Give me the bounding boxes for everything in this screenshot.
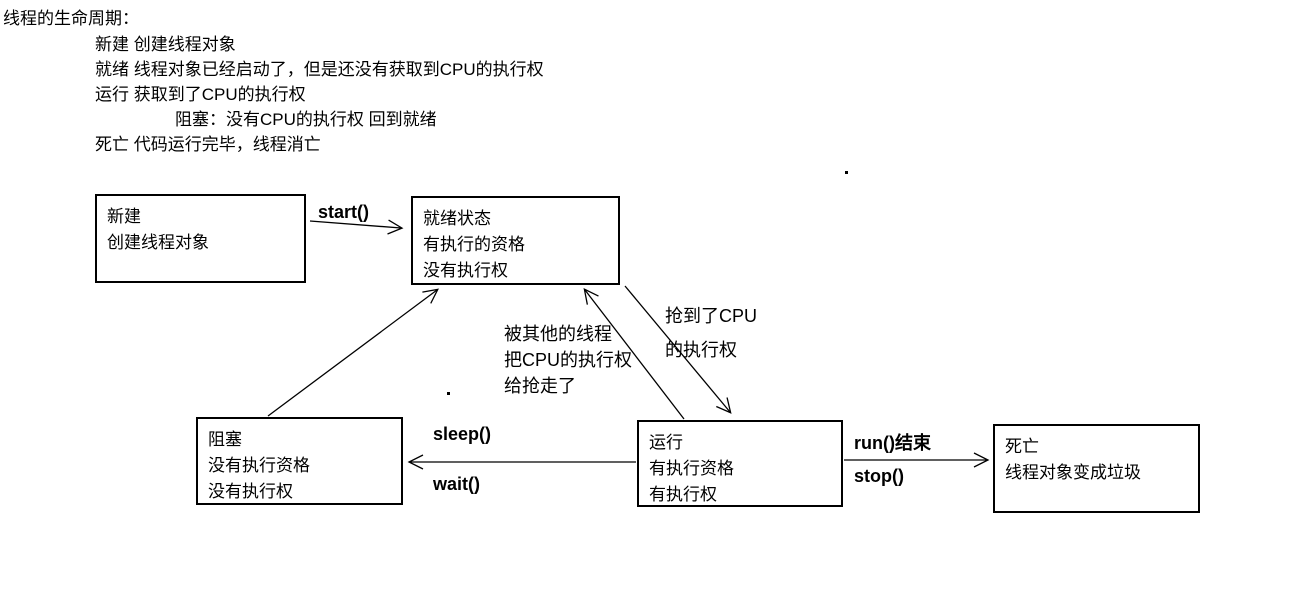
edge-label-wait: wait()	[433, 474, 480, 494]
state-box-ready: 就绪状态 有执行的资格 没有执行权	[411, 196, 620, 285]
state-box-new: 新建 创建线程对象	[95, 194, 306, 283]
edge-label-stop: stop()	[854, 466, 904, 486]
edge-label-grab-cpu: 抢到了CPU 的执行权	[665, 299, 757, 367]
state-box-running-line: 有执行资格	[649, 459, 734, 478]
state-box-ready-line: 没有执行权	[423, 261, 508, 280]
arrow-new-to-ready	[309, 219, 404, 235]
edge-label-sleep: sleep()	[433, 424, 492, 444]
edge-label-grab-cpu-line: 的执行权	[665, 340, 737, 360]
state-box-blocked-line: 没有执行权	[208, 482, 293, 501]
state-box-ready-line: 就绪状态	[423, 209, 491, 228]
stray-dot	[447, 392, 450, 395]
state-box-blocked-line: 没有执行资格	[208, 456, 310, 475]
note-line-dead: 死亡 代码运行完毕，线程消亡	[95, 135, 321, 154]
notes-title: 线程的生命周期：	[3, 9, 139, 28]
edge-label-lose-cpu: 被其他的线程 把CPU的执行权 给抢走了	[504, 321, 632, 399]
state-box-new-line: 新建	[107, 207, 141, 226]
state-box-ready-line: 有执行的资格	[423, 235, 525, 254]
state-box-dead-line: 死亡	[1005, 437, 1039, 456]
edge-label-run-end: run()结束	[854, 433, 931, 453]
edge-label-start: start()	[318, 202, 370, 222]
edge-label-grab-cpu-line: 抢到了CPU	[665, 306, 758, 326]
state-box-running-line: 运行	[649, 433, 683, 452]
arrow-blocked-to-ready	[267, 288, 439, 417]
note-line-running: 运行 获取到了CPU的执行权	[95, 85, 306, 104]
edge-label-lose-cpu-line: 把CPU的执行权	[504, 350, 633, 370]
state-box-blocked-line: 阻塞	[208, 430, 242, 449]
note-line-blocked: 阻塞：没有CPU的执行权 回到就绪	[175, 110, 437, 129]
state-box-blocked: 阻塞 没有执行资格 没有执行权	[196, 417, 403, 505]
stray-dot	[845, 171, 848, 174]
state-box-new-line: 创建线程对象	[107, 233, 209, 252]
note-line-new: 新建 创建线程对象	[95, 35, 236, 54]
state-box-dead-line: 线程对象变成垃圾	[1005, 463, 1141, 482]
state-box-dead: 死亡 线程对象变成垃圾	[993, 424, 1200, 513]
note-line-ready: 就绪 线程对象已经启动了，但是还没有获取到CPU的执行权	[95, 60, 544, 79]
state-box-running: 运行 有执行资格 有执行权	[637, 420, 843, 507]
edge-label-lose-cpu-line: 给抢走了	[504, 376, 576, 396]
state-box-running-line: 有执行权	[649, 485, 717, 504]
edge-label-lose-cpu-line: 被其他的线程	[504, 324, 612, 344]
